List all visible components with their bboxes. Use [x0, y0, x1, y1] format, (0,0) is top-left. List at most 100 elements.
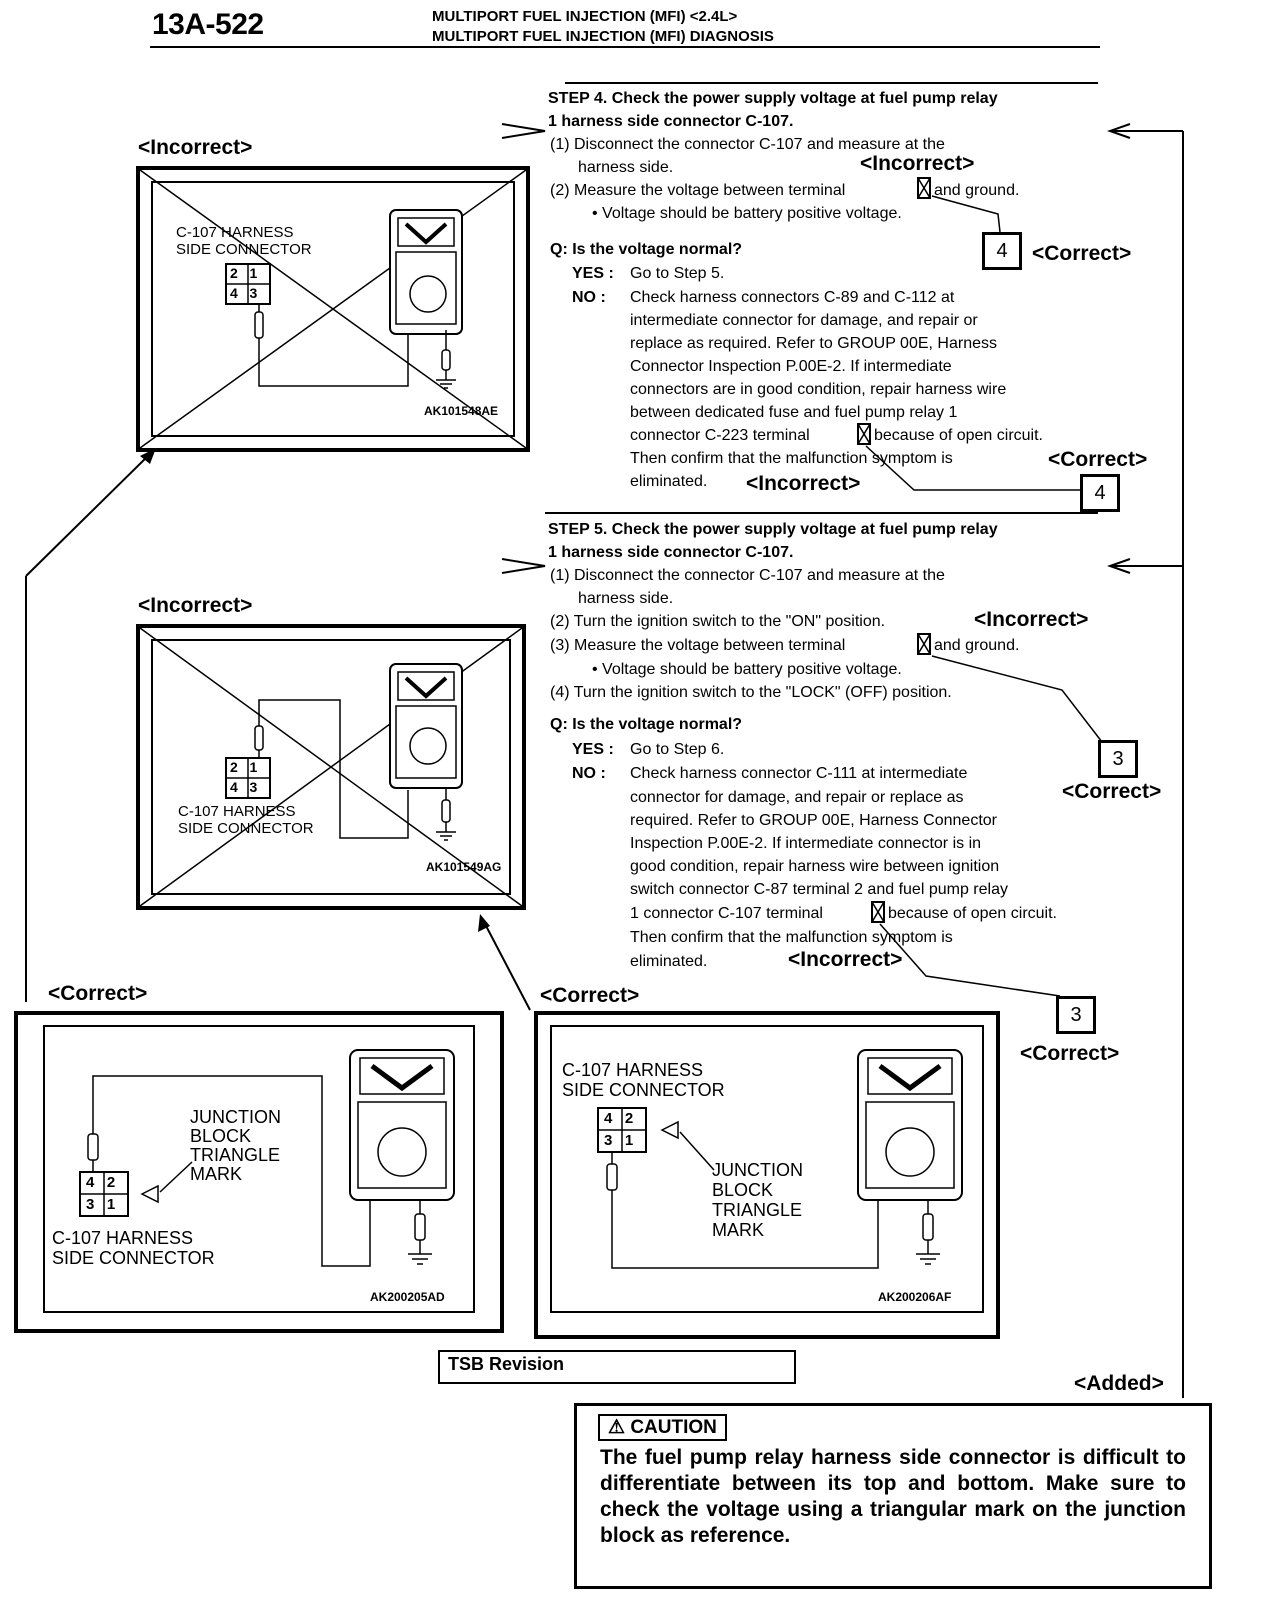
figure-4-correct [534, 1011, 1000, 1339]
step5-item3-end: and ground. [934, 637, 1020, 654]
header-title: MULTIPORT FUEL INJECTION (MFI) <2.4L> [432, 8, 738, 25]
fig2-pin-43: 4 3 [230, 779, 258, 795]
step5-no-label: NO : [572, 765, 606, 782]
step5-item3: (3) Measure the voltage between terminal [550, 637, 846, 654]
step5-no-line7: 1 connector C-107 terminal [630, 905, 823, 922]
page-number: 13A-522 [152, 8, 264, 41]
terminal-mark-step4-b [857, 423, 871, 445]
arrow-step5-left-icon [501, 558, 546, 574]
tag-correct-step4-a: <Correct> [1032, 242, 1132, 265]
step5-item4: (4) Turn the ignition switch to the "LOC… [550, 684, 952, 701]
fig1-pin-21: 2 1 [230, 265, 258, 281]
tag-correct-fig4: <Correct> [540, 984, 640, 1007]
step4-item1-line2: harness side. [578, 159, 674, 176]
step4-no-line3: replace as required. Refer to GROUP 00E,… [630, 335, 997, 352]
leader-step4-a [931, 195, 1001, 233]
step5-no-line4: Inspection P.00E-2. If intermediate conn… [630, 835, 982, 852]
tsb-revision-label: TSB Revision [448, 1354, 565, 1374]
step4-item1-line1: (1) Disconnect the connector C-107 and m… [550, 136, 945, 153]
step5-no-line3: required. Refer to GROUP 00E, Harness Co… [630, 812, 997, 829]
leader-step5-a [931, 655, 1103, 743]
step5-no-line6: switch connector C-87 terminal 2 and fue… [630, 881, 1008, 898]
correct-terminal-box-step4-b: 4 [1080, 474, 1120, 512]
step4-yes-text: Go to Step 5. [630, 265, 725, 282]
step4-no-line6: between dedicated fuse and fuel pump rel… [630, 404, 958, 421]
tag-incorrect-fig1: <Incorrect> [138, 136, 253, 159]
fig4-code: AK200206AF [878, 1290, 952, 1304]
step5-item1-line2: harness side. [578, 590, 674, 607]
step4-yes-label: YES : [572, 265, 614, 282]
step4-no-line5: connectors are in good condition, repair… [630, 381, 1007, 398]
fig4-pin-42: 4 2 [604, 1110, 634, 1127]
step4-no-line8: Then confirm that the malfunction sympto… [630, 450, 953, 467]
fig1-code: AK101548AE [424, 404, 499, 418]
correct-terminal-box-step5-b: 3 [1056, 996, 1096, 1034]
step5-no-line2: connector for damage, and repair or repl… [630, 789, 964, 806]
fig2-code: AK101549AG [426, 860, 502, 874]
step5-no-line8: Then confirm that the malfunction sympto… [630, 929, 953, 946]
arrow-step4-right-icon [1106, 123, 1131, 139]
tag-added: <Added> [1074, 1372, 1164, 1395]
tag-incorrect-step5-b: <Incorrect> [788, 948, 903, 971]
tag-incorrect-step4-a: <Incorrect> [860, 152, 975, 175]
step4-item2: (2) Measure the voltage between terminal [550, 182, 846, 199]
step4-no-label: NO : [572, 289, 606, 306]
figure-3-correct [14, 1011, 504, 1333]
step5-title-line2: 1 harness side connector C-107. [548, 544, 794, 561]
header-subtitle: MULTIPORT FUEL INJECTION (MFI) DIAGNOSIS [432, 28, 774, 45]
step5-no-line7-end: because of open circuit. [888, 905, 1057, 922]
arrow-step5-right-icon [1106, 558, 1131, 574]
tag-correct-fig3: <Correct> [48, 982, 148, 1005]
caution-box [574, 1403, 1212, 1589]
step4-no-line9: eliminated. [630, 473, 708, 490]
leader-step5-b [879, 923, 1061, 997]
step5-item1-line1: (1) Disconnect the connector C-107 and m… [550, 567, 945, 584]
tag-correct-step5-b: <Correct> [1020, 1042, 1120, 1065]
tag-correct-step4-b: <Correct> [1048, 448, 1148, 471]
tag-incorrect-fig2: <Incorrect> [138, 594, 253, 617]
tag-incorrect-step4-b: <Incorrect> [746, 472, 861, 495]
caution-title: ⚠ CAUTION [598, 1414, 727, 1441]
step4-no-line2: intermediate connector for damage, and r… [630, 312, 978, 329]
fig2-pin-21: 2 1 [230, 759, 258, 775]
step4-item2-end: and ground. [934, 182, 1020, 199]
step5-no-line9: eliminated. [630, 953, 708, 970]
step4-question: Q: Is the voltage normal? [550, 241, 743, 258]
step5-yes-text: Go to Step 6. [630, 741, 725, 758]
correction-arrow-2-head-icon [478, 914, 490, 932]
step5-yes-label: YES : [572, 741, 614, 758]
step5-no-line1: Check harness connector C-111 at interme… [630, 765, 968, 782]
header-rule [150, 46, 1100, 48]
step4-title-line2: 1 harness side connector C-107. [548, 113, 794, 130]
warning-triangle-icon: ⚠ [608, 1417, 626, 1438]
step5-title-line1: STEP 5. Check the power supply voltage a… [548, 521, 998, 538]
correction-arrow-2 [483, 921, 531, 1011]
step5-bullet: • Voltage should be battery positive vol… [592, 661, 902, 678]
figure-2-incorrect [136, 624, 526, 910]
leader-step4-b [865, 445, 1080, 491]
figure-1-incorrect [136, 166, 530, 452]
correct-terminal-box-step4-a: 4 [982, 232, 1022, 270]
fig3-pin-42: 4 2 [86, 1174, 116, 1191]
step5-no-line5: good condition, repair harness wire betw… [630, 858, 1000, 875]
fig4-pin-31: 3 1 [604, 1132, 634, 1149]
fig3-pin-31: 3 1 [86, 1196, 116, 1213]
tsb-revision-box [438, 1350, 796, 1384]
caution-text: The fuel pump relay harness side connect… [600, 1446, 1186, 1547]
tag-correct-step5-a: <Correct> [1062, 780, 1162, 803]
step4-bullet: • Voltage should be battery positive vol… [592, 205, 902, 222]
correct-terminal-box-step5-a: 3 [1098, 740, 1138, 778]
correction-arrow-1-head-icon [140, 448, 156, 464]
terminal-mark-step5-b [871, 901, 885, 923]
fig3-code: AK200205AD [370, 1290, 445, 1304]
step4-no-line4: Connector Inspection P.00E-2. If interme… [630, 358, 952, 375]
fig1-pin-43: 4 3 [230, 285, 258, 301]
step5-item2: (2) Turn the ignition switch to the "ON"… [550, 613, 886, 630]
